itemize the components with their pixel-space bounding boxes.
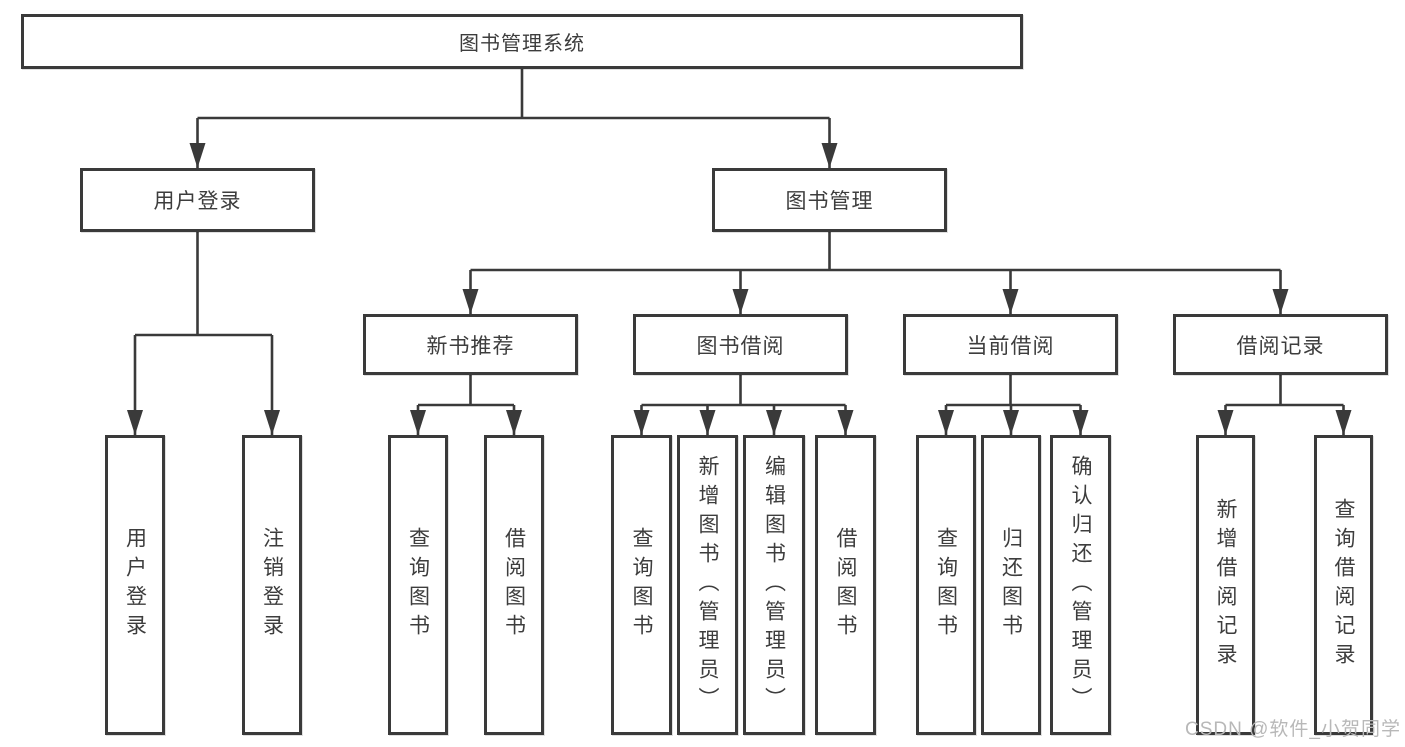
leaf-label: 注销登录 [260, 527, 284, 643]
node-borrowing-records: 借阅记录 [1173, 314, 1388, 375]
leaf-query-books-borrow: 查询图书 [611, 435, 672, 735]
leaf-label: 查询图书 [406, 527, 430, 643]
leaf-borrow-books-recommend: 借阅图书 [484, 435, 544, 735]
node-user-login: 用户登录 [80, 168, 315, 232]
leaf-add-book-admin: 新增图书（管理员） [677, 435, 738, 735]
leaf-label: 确认归还（管理员） [1069, 454, 1092, 716]
node-current-borrowing: 当前借阅 [903, 314, 1118, 375]
node-label: 新书推荐 [426, 334, 515, 358]
csdn-watermark: CSDN @软件_小贺同学 [1185, 719, 1401, 740]
leaf-label: 编辑图书（管理员） [762, 454, 786, 716]
leaf-confirm-return-admin: 确认归还（管理员） [1050, 435, 1111, 735]
leaf-label: 查询图书 [630, 527, 653, 643]
node-label: 用户登录 [153, 190, 242, 213]
leaf-label: 新增图书（管理员） [696, 454, 719, 716]
node-label: 图书管理 [785, 190, 874, 213]
leaf-label: 查询借阅记录 [1332, 498, 1355, 672]
leaf-label: 用户登录 [123, 527, 147, 643]
node-book-management: 图书管理 [712, 168, 947, 232]
node-label: 图书借阅 [696, 334, 785, 358]
node-label: 图书管理系统 [459, 33, 585, 55]
leaf-query-books-recommend: 查询图书 [388, 435, 448, 735]
leaf-query-books-current: 查询图书 [916, 435, 976, 735]
node-library-system: 图书管理系统 [21, 14, 1023, 69]
leaf-label: 归还图书 [999, 527, 1023, 643]
leaf-label: 新增借阅记录 [1214, 498, 1237, 672]
leaf-borrow-books: 借阅图书 [815, 435, 876, 735]
leaf-query-borrow-record: 查询借阅记录 [1314, 435, 1373, 735]
leaf-user-login: 用户登录 [105, 435, 165, 735]
leaf-return-book: 归还图书 [981, 435, 1041, 735]
leaf-add-borrow-record: 新增借阅记录 [1196, 435, 1255, 735]
leaf-label: 借阅图书 [834, 527, 857, 643]
node-label: 当前借阅 [966, 334, 1055, 358]
leaf-edit-book-admin: 编辑图书（管理员） [743, 435, 805, 735]
node-book-borrowing: 图书借阅 [633, 314, 848, 375]
leaf-label: 查询图书 [934, 527, 958, 643]
node-new-book-recommend: 新书推荐 [363, 314, 578, 375]
leaf-label: 借阅图书 [502, 527, 526, 643]
leaf-logout: 注销登录 [242, 435, 302, 735]
node-label: 借阅记录 [1236, 334, 1325, 358]
